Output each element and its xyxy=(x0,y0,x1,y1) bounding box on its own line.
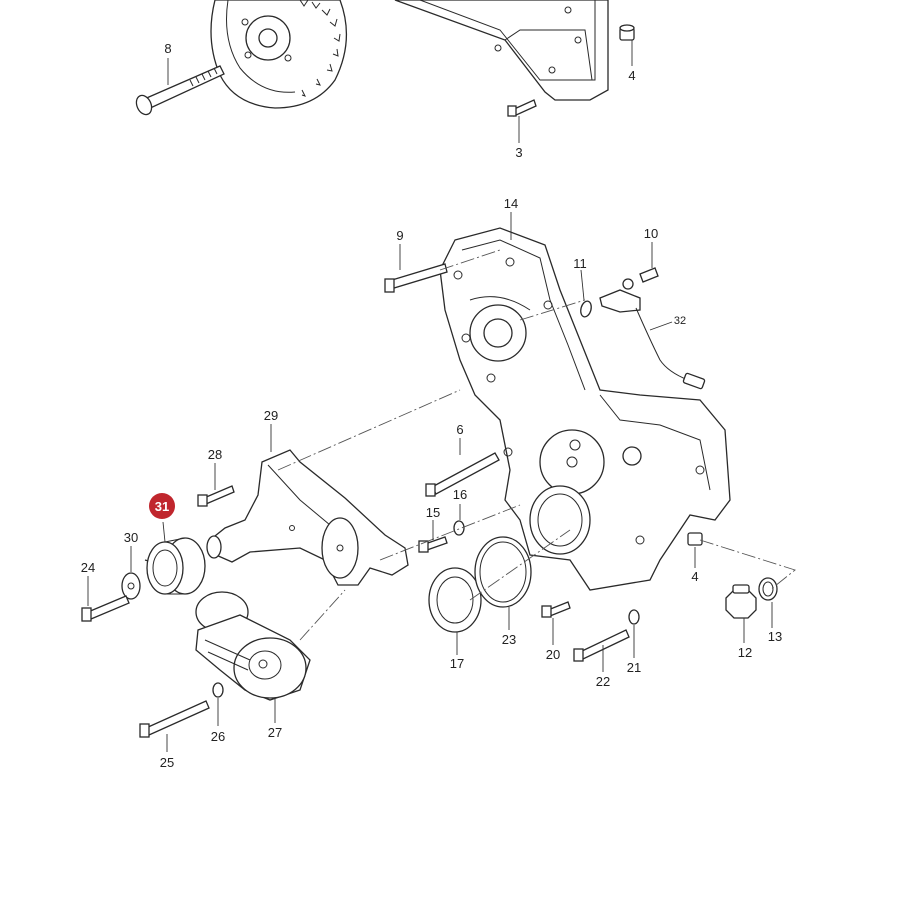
bolt-20[interactable] xyxy=(541,601,571,618)
bolt-8[interactable] xyxy=(134,65,225,117)
assembly-axis-lines xyxy=(277,249,796,641)
callout-26[interactable]: 26 xyxy=(211,729,225,744)
screw-3[interactable] xyxy=(507,99,537,117)
callout-21[interactable]: 21 xyxy=(627,660,641,675)
callout-14[interactable]: 14 xyxy=(504,196,518,211)
bolt-24[interactable] xyxy=(81,595,130,622)
callout-12[interactable]: 12 xyxy=(738,645,752,660)
callout-22[interactable]: 22 xyxy=(596,674,610,689)
leader-lines xyxy=(87,40,773,752)
highlight-badge[interactable] xyxy=(149,493,175,519)
callout-32[interactable]: 32 xyxy=(674,315,686,327)
callout-11[interactable]: 11 xyxy=(573,256,587,271)
timing-cover[interactable] xyxy=(439,227,731,591)
callout-28[interactable]: 28 xyxy=(208,447,222,462)
callout-16[interactable]: 16 xyxy=(453,487,467,502)
highlight-badge-label: 31 xyxy=(155,499,169,514)
bolt-6[interactable] xyxy=(425,452,500,497)
highlighted-callout-31[interactable]: 31 xyxy=(149,493,175,519)
callout-6[interactable]: 6 xyxy=(456,422,463,437)
callout-3[interactable]: 3 xyxy=(515,145,522,160)
camshaft-gear[interactable] xyxy=(210,0,348,109)
callout-17[interactable]: 17 xyxy=(450,656,464,671)
bolt-25[interactable] xyxy=(139,700,210,738)
callout-13[interactable]: 13 xyxy=(768,629,782,644)
callout-4-top[interactable]: 4 xyxy=(628,68,635,83)
callout-29[interactable]: 29 xyxy=(264,408,278,423)
o-ring-11[interactable] xyxy=(579,300,593,318)
bolt-15[interactable] xyxy=(418,536,448,553)
callout-9[interactable]: 9 xyxy=(396,228,403,243)
washer-26[interactable] xyxy=(212,682,224,698)
callout-10[interactable]: 10 xyxy=(644,226,658,241)
callout-24[interactable]: 24 xyxy=(81,560,95,575)
sensor-cable-32[interactable] xyxy=(635,307,706,390)
callout-8[interactable]: 8 xyxy=(164,41,171,56)
screw-28[interactable] xyxy=(197,485,235,507)
callout-25[interactable]: 25 xyxy=(160,755,174,770)
bolt-22[interactable] xyxy=(573,629,630,662)
belt-tensioner-27[interactable] xyxy=(195,591,311,701)
callout-15[interactable]: 15 xyxy=(426,505,440,520)
washer-30[interactable] xyxy=(121,572,141,600)
engine-block-plate[interactable] xyxy=(394,0,609,101)
drain-plug-12[interactable] xyxy=(725,584,757,619)
oil-seal-17[interactable] xyxy=(428,567,482,633)
callout-23[interactable]: 23 xyxy=(502,632,516,647)
idler-pulley-31[interactable] xyxy=(144,537,206,595)
callout-labels: 8 4 3 14 9 10 11 32 29 6 28 16 15 30 24 … xyxy=(81,41,782,770)
callout-27[interactable]: 27 xyxy=(268,725,282,740)
washer-21[interactable] xyxy=(628,609,640,625)
dowel-pin-4-lower[interactable] xyxy=(687,532,703,546)
sensor-10[interactable] xyxy=(599,267,659,313)
sealing-washer-13[interactable] xyxy=(758,577,778,601)
callout-4-lower[interactable]: 4 xyxy=(691,569,698,584)
bolt-9[interactable] xyxy=(384,263,448,293)
callout-30[interactable]: 30 xyxy=(124,530,138,545)
dowel-pin-4-top[interactable] xyxy=(619,24,635,41)
callout-20[interactable]: 20 xyxy=(546,647,560,662)
tensioner-bracket[interactable] xyxy=(206,449,409,586)
washer-16[interactable] xyxy=(453,520,465,536)
gasket-23[interactable] xyxy=(474,536,532,608)
